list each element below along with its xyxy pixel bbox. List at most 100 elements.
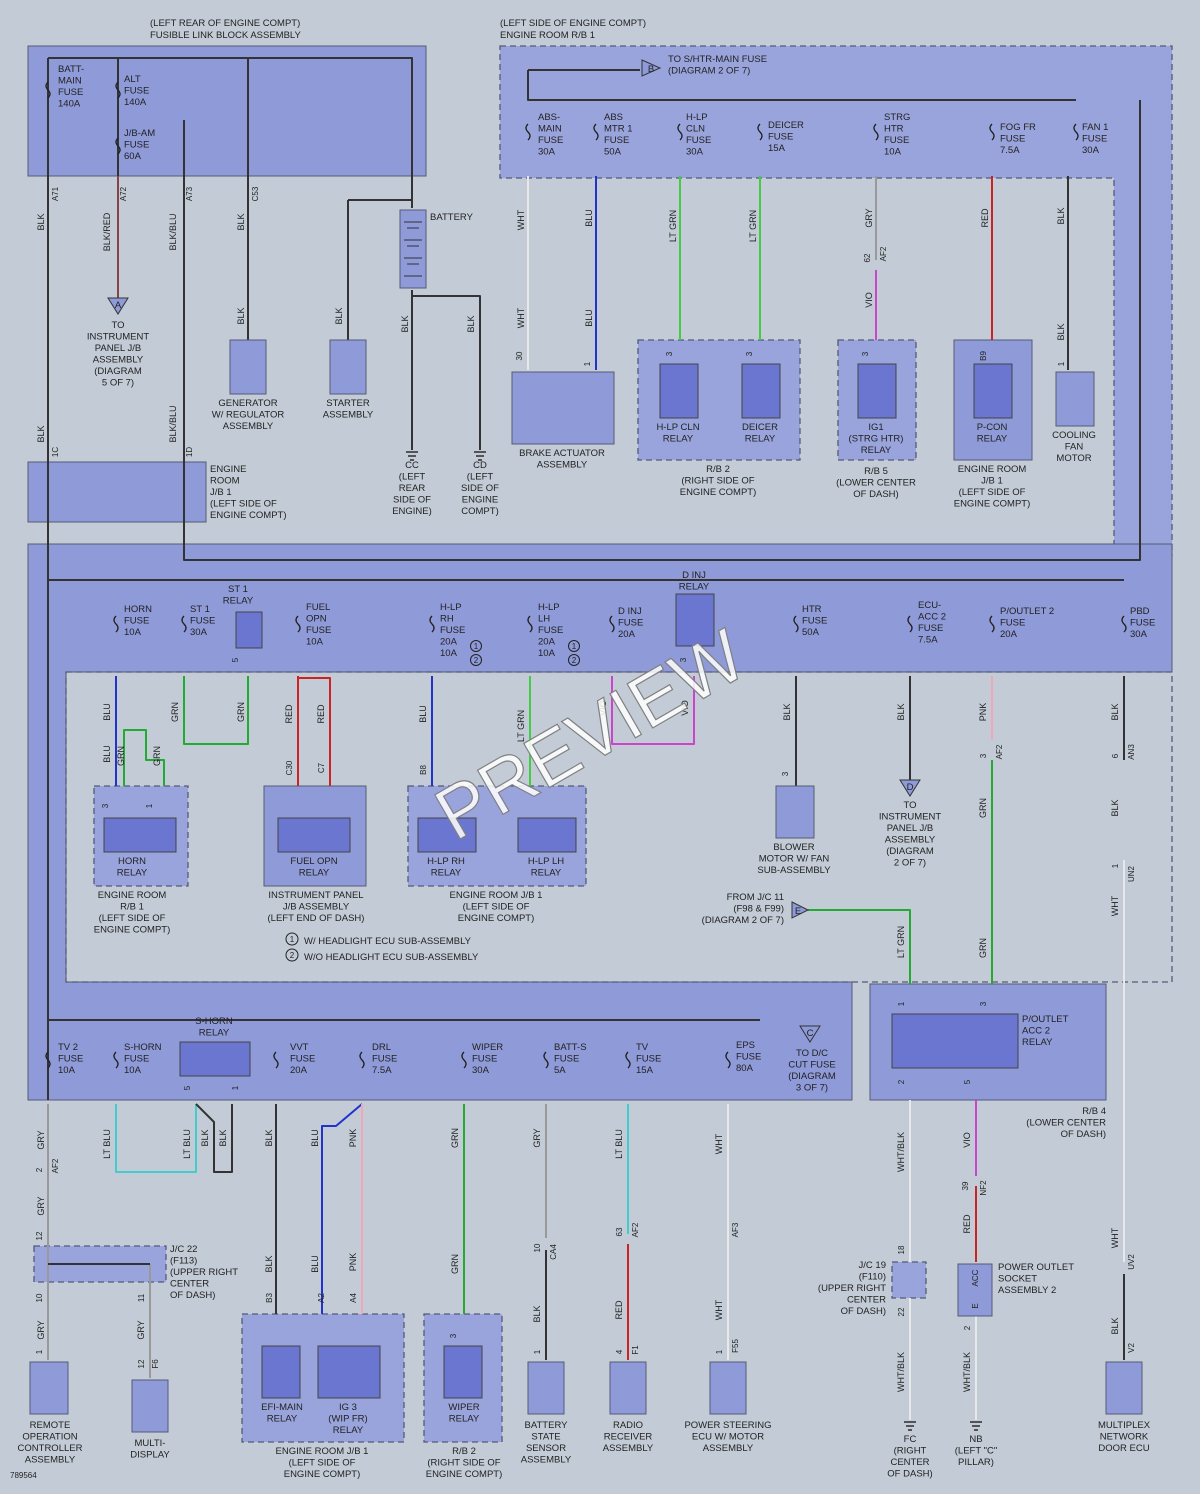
fuel-opn-relay-box: [277, 817, 351, 853]
connector-pin-label-49: 10: [533, 1243, 542, 1252]
wiper-relay-box: [443, 1345, 483, 1399]
wire-color-label-60: LT BLU: [614, 1129, 624, 1159]
starter-box: [329, 339, 367, 395]
connector-c-flag: [799, 1025, 821, 1043]
connector-pin-label-65: V2: [1127, 1343, 1136, 1353]
generator-box: [229, 339, 267, 395]
connector-pin-label-63: 2: [963, 1325, 972, 1330]
wire-color-label-55: PNK: [348, 1253, 358, 1272]
hlp-footnote-number-3: 2: [572, 656, 577, 665]
hlp-footnote-marker-2: [568, 640, 580, 652]
battery-sensor-box: [527, 1361, 565, 1415]
wire-color-label-4: BLK: [236, 307, 246, 324]
connector-pin-label-55: F1: [631, 1345, 640, 1355]
wire-color-label-24: GRN: [152, 746, 162, 766]
wire-color-label-5: BLK: [334, 307, 344, 324]
connector-pin-label-60: 22: [897, 1307, 906, 1316]
connector-pin-label-58: F55: [731, 1339, 740, 1353]
text-layer: (LEFT REAR OF ENGINE COMPT)FUSIBLE LINK …: [10, 18, 1155, 1480]
wire-color-label-59: BLK: [532, 1305, 542, 1322]
connector-pin-label-44: F6: [151, 1359, 160, 1369]
connector-pin-label-40: 10: [35, 1293, 44, 1302]
connector-pin-label-34: NF2: [979, 1180, 988, 1196]
fuse-symbols: [45, 81, 1127, 1069]
connector-e-text: FROM J/C 11(F98 & F99)(DIAGRAM 2 OF 7): [702, 892, 784, 926]
wire-color-label-49: BLK: [218, 1129, 228, 1146]
wire-color-label-58: GRY: [532, 1128, 542, 1147]
d-inj-relay-box: [675, 593, 715, 647]
wire-color-label-44: GRY: [36, 1320, 46, 1339]
rb1-location: (LEFT SIDE OF ENGINE COMPT): [500, 18, 646, 29]
relay-ig3-label: IG 3(WIP FR)RELAY: [328, 1402, 367, 1436]
wire-color-label-68: WHT/BLK: [962, 1352, 972, 1392]
connector-pin-label-18: C7: [317, 762, 326, 773]
hlp-footnote-number-2: 1: [572, 642, 577, 651]
wire-color-label-56: GRN: [450, 1128, 460, 1148]
wire-color-label-69: WHT: [1110, 1227, 1120, 1248]
wire-color-label-14: GRY: [864, 208, 874, 227]
connector-pin-label-46: A2: [317, 1293, 326, 1303]
connector-pin-label-17: C30: [285, 760, 294, 775]
connector-pin-label-9: 3: [745, 351, 754, 356]
hlp-footnote-marker-0: [470, 640, 482, 652]
horn-relay-box: [103, 817, 177, 853]
blower-box: [775, 785, 815, 839]
wire-color-label-45: GRY: [136, 1320, 146, 1339]
fusible-block-location: (LEFT REAR OF ENGINE COMPT): [150, 18, 300, 29]
note-2-text: W/O HEADLIGHT ECU SUB-ASSEMBLY: [304, 952, 479, 963]
wire-color-label-70: BLK: [1110, 1317, 1120, 1334]
jc19-block: [891, 1261, 927, 1299]
connector-d-letter: D: [907, 782, 914, 793]
hlp-footnote-number-1: 2: [474, 656, 479, 665]
wire-color-label-3: BLK: [236, 213, 246, 230]
wire-color-label-66: RED: [962, 1214, 972, 1234]
connector-pin-label-6: 30: [515, 351, 524, 360]
wire-color-label-35: PNK: [978, 703, 988, 722]
connector-pin-label-64: UV2: [1127, 1254, 1136, 1270]
connector-pin-label-53: AF2: [631, 1222, 640, 1237]
wire-color-label-36: GRN: [978, 798, 988, 818]
hlp-footnote-marker-1: [470, 654, 482, 666]
wire-color-label-42: GRY: [36, 1130, 46, 1149]
battery-label: BATTERY: [430, 212, 474, 223]
connector-pin-label-30: 3: [979, 1001, 988, 1006]
battery: [399, 209, 427, 289]
connector-pin-label-31: 2: [897, 1079, 906, 1084]
multi-display-box: [131, 1379, 169, 1433]
radio-box: [609, 1361, 647, 1415]
wire-color-label-63: WHT: [714, 1299, 724, 1320]
wire-color-label-29: BLU: [418, 705, 428, 723]
engine-room-jb1-top: [27, 461, 207, 523]
ground-symbols: [406, 451, 982, 1431]
connector-pin-label-23: 3: [979, 753, 988, 758]
wire-color-label-57: GRN: [450, 1254, 460, 1274]
efi-main-relay-box: [261, 1345, 301, 1399]
rb1-name: ENGINE ROOM R/B 1: [500, 30, 595, 41]
connector-pin-label-38: AF2: [51, 1158, 60, 1173]
wire-color-label-6: BLK: [400, 315, 410, 332]
connector-pin-label-42: 1: [35, 1349, 44, 1354]
connector-pin-label-3: C53: [251, 186, 260, 201]
